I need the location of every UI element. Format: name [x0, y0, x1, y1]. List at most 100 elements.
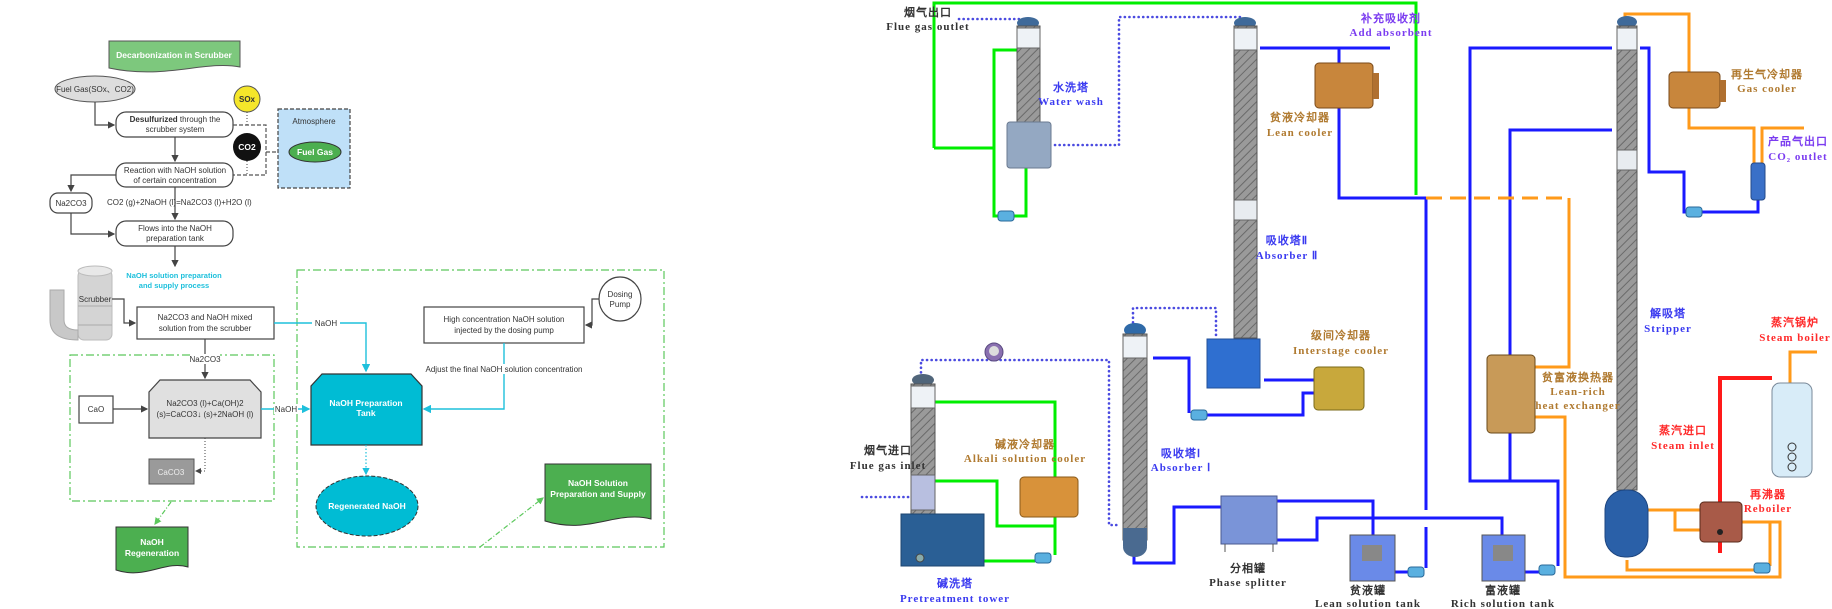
scrubber-flowchart: Decarbonization in Scrubber Fuel Gas(SOx… [49, 40, 665, 574]
steam-lines [1718, 376, 1772, 553]
fuel-gas-input-label: Fuel Gas(SOx、CO2) [56, 85, 134, 94]
section-heading-line2: and supply process [139, 281, 209, 290]
flows-line2: preparation tank [146, 234, 205, 243]
reboiler-cn: 再沸器 [1750, 487, 1786, 501]
lean-rich-hx-en2: heat exchanger [1535, 400, 1620, 412]
gas-cooler-cn: 再生气冷却器 [1731, 67, 1803, 81]
flue-gas-inlet-cn: 烟气进口 [864, 443, 912, 457]
rich-tank-en: Rich solution tank [1451, 598, 1555, 609]
desulfurized-line1: Desulfurized through the [130, 115, 221, 124]
caco3-node [148, 458, 195, 485]
absorber-1-cn: 吸收塔Ⅰ [1161, 446, 1201, 460]
tank-line1: NaOH Preparation [329, 398, 402, 408]
na2co3-node-label: Na2CO3 [55, 199, 87, 208]
steam-boiler-cn: 蒸汽锅炉 [1771, 315, 1819, 329]
pretreatment-cn: 碱洗塔 [937, 576, 973, 590]
desulfurized-rest: through the [178, 115, 221, 124]
high-line2: injected by the dosing pump [454, 326, 554, 335]
lean-tank-cn: 贫液罐 [1350, 583, 1386, 597]
gas-cooler [1668, 71, 1726, 109]
supply-doc-line2: Preparation and Supply [550, 489, 646, 499]
dosing-line1: Dosing [608, 290, 633, 299]
phase-splitter-en: Phase splitter [1209, 577, 1287, 589]
naoh-label-bg [312, 318, 340, 328]
naoh-flow-label-top: NaOH [315, 319, 337, 328]
reaction-line1: Reaction with NaOH solution [124, 166, 226, 175]
dosing-line2: Pump [610, 300, 631, 309]
adjust-label: Adjust the final NaOH solution concentra… [426, 365, 583, 374]
reaction-line2: of certain concentration [133, 176, 216, 185]
lean-tank-en: Lean solution tank [1315, 598, 1421, 609]
absorber-2 [1206, 17, 1261, 389]
lean-rich-hx-cn: 贫富液换热器 [1542, 370, 1614, 384]
desulfurized-bold: Desulfurized [130, 115, 178, 124]
co2-separator [1750, 162, 1766, 201]
steam-inlet-cn: 蒸汽进口 [1659, 423, 1707, 437]
adjust-label-bg [417, 364, 592, 374]
lean-cooler-cn: 贫液冷却器 [1270, 110, 1330, 124]
alkali-water-lines [932, 1, 1418, 563]
pretreatment-tower [900, 374, 985, 567]
regen-doc-line2: Regeneration [125, 548, 179, 558]
arrow-to-caco3 [195, 438, 206, 474]
rich-solution-tank [1481, 534, 1526, 582]
naoh-supply-doc: NaOH Solution Preparation and Supply [544, 463, 652, 526]
flue-gas-inlet-en: Flue gas inlet [850, 460, 926, 472]
high-line1: High concentration NaOH solution [444, 315, 565, 324]
naoh-label-bg-2 [274, 404, 298, 414]
naoh-regeneration-doc: NaOH Regeneration [115, 526, 189, 574]
capture-process-diagram: 烟气出口 Flue gas outlet 水洗塔 Water wash 补充吸收… [850, 1, 1830, 609]
title-banner: Decarbonization in Scrubber [108, 40, 241, 73]
causticizing-reaction-node [148, 379, 262, 439]
causticizing-line1: Na2CO3 (l)+Ca(OH)2 [166, 399, 244, 408]
reboiler [1699, 501, 1743, 543]
steam-inlet-en: Steam inlet [1651, 440, 1715, 452]
flue-gas-lines [860, 15, 1246, 527]
title-text: Decarbonization in Scrubber [116, 50, 232, 60]
water-wash-tower [1006, 17, 1052, 169]
na2co3-flow-label: Na2CO3 [189, 355, 221, 364]
absorber-2-en: Absorber Ⅱ [1256, 250, 1319, 262]
desulfurized-line2: scrubber system [146, 125, 205, 134]
water-wash-cn: 水洗塔 [1053, 80, 1089, 94]
arrow-to-regen-doc [154, 501, 172, 525]
supply-doc-line1: NaOH Solution [568, 478, 628, 488]
phase-splitter-cn: 分相罐 [1230, 561, 1266, 575]
arrow-fuel-to-desulf [94, 102, 116, 129]
naoh-preparation-tank [310, 373, 423, 446]
sox-label: SOx [239, 95, 256, 104]
water-wash-en: Water wash [1038, 96, 1104, 108]
stripper-en: Stripper [1644, 323, 1692, 335]
naoh-flow-label-mid: NaOH [275, 405, 297, 414]
mixed-line1: Na2CO3 and NaOH mixed [158, 313, 253, 322]
rich-tank-cn: 富液罐 [1485, 583, 1521, 597]
regenerated-naoh-node [315, 475, 419, 537]
lean-solution-tank [1349, 534, 1396, 582]
flue-gas-outlet-en: Flue gas outlet [886, 21, 969, 33]
lean-rich-heat-exchanger [1486, 354, 1536, 434]
phase-splitter [1220, 495, 1278, 552]
fuel-gas-output-node [288, 141, 342, 163]
naoh-flow-to-tank [274, 322, 371, 373]
pretreatment-en: Pretreatment tower [900, 593, 1010, 605]
pump-icon [1190, 409, 1208, 421]
flows-line1: Flows into the NaOH [138, 224, 212, 233]
absorber-2-cn: 吸收塔Ⅱ [1266, 233, 1308, 247]
regen-doc-line1: NaOH [140, 537, 164, 547]
caco3-label: CaCO3 [158, 468, 185, 477]
co2-label: CO2 [238, 142, 256, 152]
regenerated-label: Regenerated NaOH [328, 501, 405, 511]
equipment-labels: 烟气出口 Flue gas outlet 水洗塔 Water wash 补充吸收… [850, 5, 1830, 609]
pump-icon [1407, 566, 1425, 578]
co2-outlet-en: CO₂ outlet [1768, 151, 1827, 163]
lean-cooler-en: Lean cooler [1267, 127, 1333, 139]
arrow-scrubber-to-mixed [112, 298, 137, 327]
solvent-lines [1132, 46, 1760, 574]
atmosphere-label: Atmosphere [292, 117, 336, 126]
scrubber-illustration [49, 265, 113, 341]
interstage-cooler-cn: 级间冷却器 [1310, 328, 1371, 342]
high-concentration-step [423, 306, 585, 344]
reboiler-en: Reboiler [1744, 503, 1792, 515]
interstage-cooler [1313, 366, 1365, 411]
pump-icon [1538, 564, 1556, 576]
